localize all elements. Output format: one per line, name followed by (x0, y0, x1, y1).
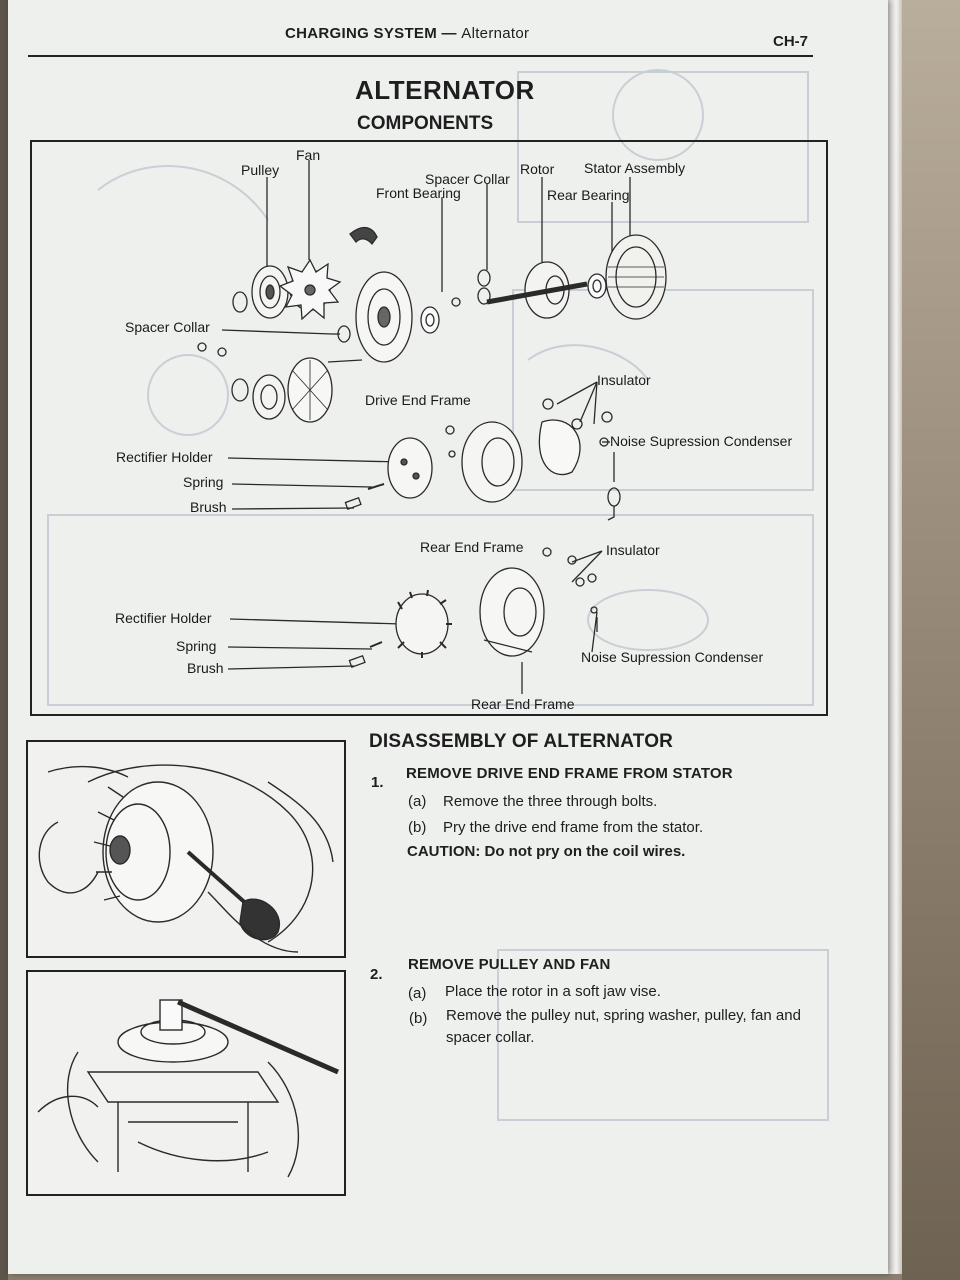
page-number: CH-7 (773, 33, 809, 50)
label-noise-condenser-1: Noise Supression Condenser (610, 433, 793, 449)
label-spacer-collar-left: Spacer Collar (125, 319, 210, 335)
label-brush-2: Brush (187, 660, 224, 676)
step-1b-mark: (b) (408, 819, 427, 836)
table-surface (902, 0, 960, 1280)
illustration-pry-drive-end-frame (26, 740, 346, 958)
disassembly-heading: DISASSEMBLY OF ALTERNATOR (369, 731, 674, 752)
illustration-rotor-in-vise (26, 970, 346, 1196)
vise-wrench-drawing (37, 999, 340, 1178)
label-spring-1: Spring (183, 474, 224, 490)
label-spacer-collar-top: Spacer Collar (425, 171, 510, 187)
hand-screwdriver-drawing (38, 764, 334, 953)
page-stack-edge (888, 0, 902, 1274)
page-title: ALTERNATOR (355, 75, 535, 105)
label-rotor: Rotor (520, 161, 555, 177)
header-subsection: Alternator (461, 25, 530, 42)
label-drive-end-frame: Drive End Frame (365, 392, 471, 408)
label-rear-end-frame-1: Rear End Frame (420, 539, 524, 555)
label-spring-2: Spring (176, 638, 217, 654)
label-insulator-2: Insulator (606, 542, 660, 558)
step-2-title: REMOVE PULLEY AND FAN (408, 956, 611, 973)
step-1-caution: CAUTION: Do not pry on the coil wires. (407, 843, 686, 860)
label-fan: Fan (296, 147, 321, 163)
exploded-view-drawing (197, 160, 667, 694)
step-2b-text: Remove the pulley nut, spring washer, pu… (446, 1007, 801, 1024)
section-title: COMPONENTS (357, 113, 494, 134)
step-1a-mark: (a) (408, 793, 427, 810)
step-1b-text: Pry the drive end frame from the stator. (443, 819, 704, 836)
label-rear-bearing: Rear Bearing (547, 187, 630, 203)
label-rectifier-holder-2: Rectifier Holder (115, 610, 212, 626)
step-1a-text: Remove the three through bolts. (443, 793, 658, 810)
step-2b-mark: (b) (409, 1010, 428, 1027)
label-front-bearing: Front Bearing (376, 185, 461, 201)
step-2-number: 2. (370, 966, 383, 983)
label-insulator-1: Insulator (597, 372, 651, 388)
label-stator-assembly: Stator Assembly (584, 160, 686, 176)
step-2b-text-cont: spacer collar. (446, 1029, 535, 1046)
running-header: CHARGING SYSTEM — Alternator (285, 25, 529, 42)
step-1-number: 1. (371, 774, 384, 791)
step-2a-mark: (a) (408, 985, 427, 1002)
label-rear-end-frame-2: Rear End Frame (471, 696, 575, 712)
components-diagram: Pulley Fan Spacer Collar Rotor Stator As… (30, 140, 828, 716)
label-rectifier-holder-1: Rectifier Holder (116, 449, 213, 465)
label-noise-condenser-2: Noise Supression Condenser (581, 649, 764, 665)
step-1-title: REMOVE DRIVE END FRAME FROM STATOR (406, 765, 733, 782)
label-brush-1: Brush (190, 499, 227, 515)
label-pulley: Pulley (241, 162, 280, 178)
header-rule (28, 55, 813, 57)
manual-page: CHARGING SYSTEM — Alternator CH-7 ALTERN… (8, 0, 888, 1274)
step-2a-text: Place the rotor in a soft jaw vise. (445, 983, 661, 1000)
header-dash: — (441, 25, 457, 42)
header-section: CHARGING SYSTEM (285, 25, 438, 42)
book-gutter-shadow (0, 0, 8, 1280)
